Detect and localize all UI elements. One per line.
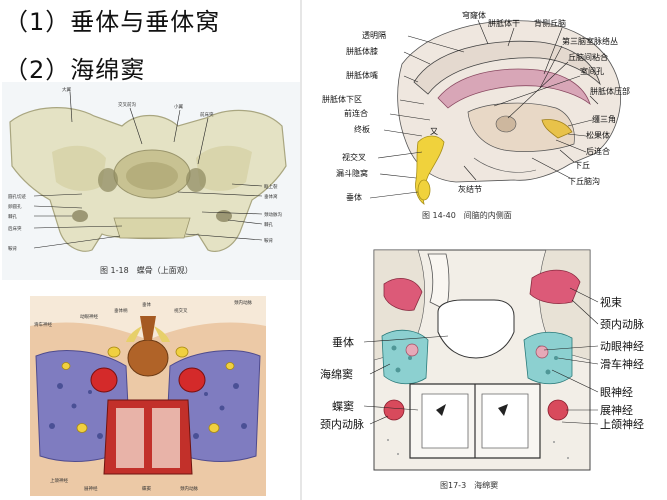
bone-label-right-4: 鞍背	[264, 237, 273, 244]
dienc-label-ant-commissure: 前连合	[344, 108, 368, 118]
sphenoid-bone-figure: 大翼 交叉前沟 小翼 前床突 圆孔切迹 卵圆孔 棘孔 后床突 鞍背 眶上裂 垂体…	[2, 82, 300, 280]
cav-label-maxillary: 上颌神经	[600, 417, 644, 431]
cav-label-optic-tract: 视束	[600, 295, 622, 309]
dienc-label-hypothalamic-sulcus: 下丘脑沟	[568, 176, 600, 186]
dienc-label-pineal: 松果体	[586, 130, 610, 140]
bone-label-right-1: 垂体窝	[264, 193, 278, 200]
bone-right-labels: 眶上裂 垂体窝 颈动脉沟 棘孔 鞍背	[177, 183, 282, 244]
cav-label-pituitary: 垂体	[332, 335, 354, 349]
dienc-label-post-commissure: 后连合	[586, 146, 610, 156]
bone-label-left-2: 棘孔	[8, 213, 17, 220]
sinus-label-maxillary: 上颌神经	[50, 477, 68, 484]
diencephalon-figure: 透明隔 胼胝体膝 胼胝体嘴 胼胝体下区 前连合 终板 视交叉 漏斗隐窝 垂体 穹…	[318, 4, 667, 224]
cavernous-sinus-figure: 垂体 海绵窦 蝶窦 颈内动脉 视束 颈内动脉 动眼神经 滑车神经 眼神经 展神经…	[318, 240, 667, 498]
heading-pituitary-fossa: （1）垂体与垂体窝	[4, 8, 221, 36]
bone-label-right-3: 棘孔	[264, 221, 273, 228]
sinus-label-ica-bottom: 颈内动脉	[180, 485, 198, 492]
sinus-label-oculomotor: 动眼神经	[80, 313, 98, 320]
dienc-label-choroid: 第三脑室脉络丛	[562, 36, 618, 46]
dienc-label-habenular: 缰三角	[592, 114, 616, 124]
dienc-label-splenium: 胼胝体压部	[590, 86, 630, 96]
bone-label-right-2: 颈动脉沟	[264, 211, 282, 218]
dienc-label-adhesion: 丘脑间粘合	[568, 52, 608, 62]
dienc-right-labels: 胼胝体干 背侧丘脑 第三脑室脉络丛 丘脑间粘合 室间孔 胼胝体压部 缰三角 松果…	[488, 18, 630, 186]
sinus-label-trochlear: 滑车神经	[34, 321, 52, 328]
dienc-label-body: 胼胝体干	[488, 18, 520, 28]
dienc-label-fornix: 穹窿体	[462, 10, 486, 20]
bone-label-left-3: 后床突	[8, 225, 22, 232]
divider	[300, 0, 302, 500]
cav-label-ica-left: 颈内动脉	[320, 417, 364, 431]
sinus-label-abducens: 展神经	[84, 485, 98, 492]
bone-left-labels: 圆孔切迹 卵圆孔 棘孔 后床突 鞍背	[8, 193, 123, 252]
cav-label-oculomotor: 动眼神经	[600, 339, 644, 353]
sinus-label-pituitary: 垂体	[142, 301, 151, 308]
dienc-label-genu: 胼胝体膝	[346, 46, 378, 56]
cav-label-ica-right: 颈内动脉	[600, 317, 644, 331]
dienc-label-thalamus: 背侧丘脑	[534, 18, 566, 28]
dienc-label-hypophysis: 垂体	[346, 192, 362, 202]
sinus-label-sphenoid: 蝶窦	[142, 485, 151, 492]
dienc-caption: 图 14-40 间脑的内侧面	[422, 210, 512, 220]
sinus-bottom-labels: 上颌神经 展神经 蝶窦 颈内动脉	[50, 477, 198, 492]
bone-label-greater-wing: 大翼	[62, 86, 71, 93]
bone-caption: 图 1-18 蝶骨（上面观）	[100, 265, 193, 275]
bone-label-anterior-clinoid: 前床突	[200, 111, 214, 118]
cav-left-labels: 垂体 海绵窦 蝶窦 颈内动脉	[320, 335, 449, 431]
bone-label-left-1: 卵圆孔	[8, 203, 22, 210]
dienc-left-labels: 透明隔 胼胝体膝 胼胝体嘴 胼胝体下区 前连合 终板 视交叉 漏斗隐窝 垂体	[322, 31, 465, 202]
sinus-label-chiasm: 视交叉	[174, 307, 188, 314]
bone-label-right-0: 眶上裂	[264, 183, 278, 190]
bone-label-left-0: 圆孔切迹	[8, 193, 26, 200]
cav-right-labels: 视束 颈内动脉 动眼神经 滑车神经 眼神经 展神经 上颌神经	[543, 287, 644, 431]
sinus-label-ica-top: 颈内动脉	[234, 299, 252, 306]
cavernous-sinus-illustration: 滑车神经 动眼神经 垂体柄 垂体 视交叉 颈内动脉 上颌神经 展神经 蝶窦 颈内…	[30, 296, 266, 496]
dienc-label-rostrum: 胼胝体嘴	[346, 70, 378, 80]
dienc-label-inf-colliculus: 下丘	[574, 161, 590, 170]
dienc-label-tuber: 灰结节	[458, 184, 482, 194]
bone-label-lesser-wing: 小翼	[174, 103, 183, 110]
dienc-label-subcallosal: 胼胝体下区	[322, 94, 362, 104]
dienc-label-lamina: 终板	[354, 124, 370, 134]
dienc-label-x: 又	[430, 127, 438, 136]
dienc-label-chiasm: 视交叉	[342, 152, 366, 162]
bone-label-left-4: 鞍背	[8, 245, 17, 252]
bone-label-sulcus: 交叉前沟	[118, 101, 136, 108]
dienc-label-foramen: 室间孔	[580, 66, 604, 76]
heading-cavernous-sinus: （2）海绵窦	[4, 56, 146, 84]
sinus-top-labels: 滑车神经 动眼神经 垂体柄 垂体 视交叉 颈内动脉	[34, 299, 252, 328]
dienc-label-septum: 透明隔	[362, 31, 386, 40]
dienc-label-infundibular: 漏斗隐窝	[336, 168, 368, 178]
cav-caption: 图17-3 海绵窦	[440, 480, 498, 490]
cav-label-abducens: 展神经	[600, 403, 633, 417]
cav-label-ophthalmic: 眼神经	[600, 385, 633, 399]
sinus-label-stalk: 垂体柄	[114, 307, 128, 314]
cav-label-sinus: 海绵窦	[320, 367, 353, 381]
cav-label-sphenoid: 蝶窦	[332, 399, 354, 413]
cav-label-trochlear: 滑车神经	[600, 357, 644, 371]
